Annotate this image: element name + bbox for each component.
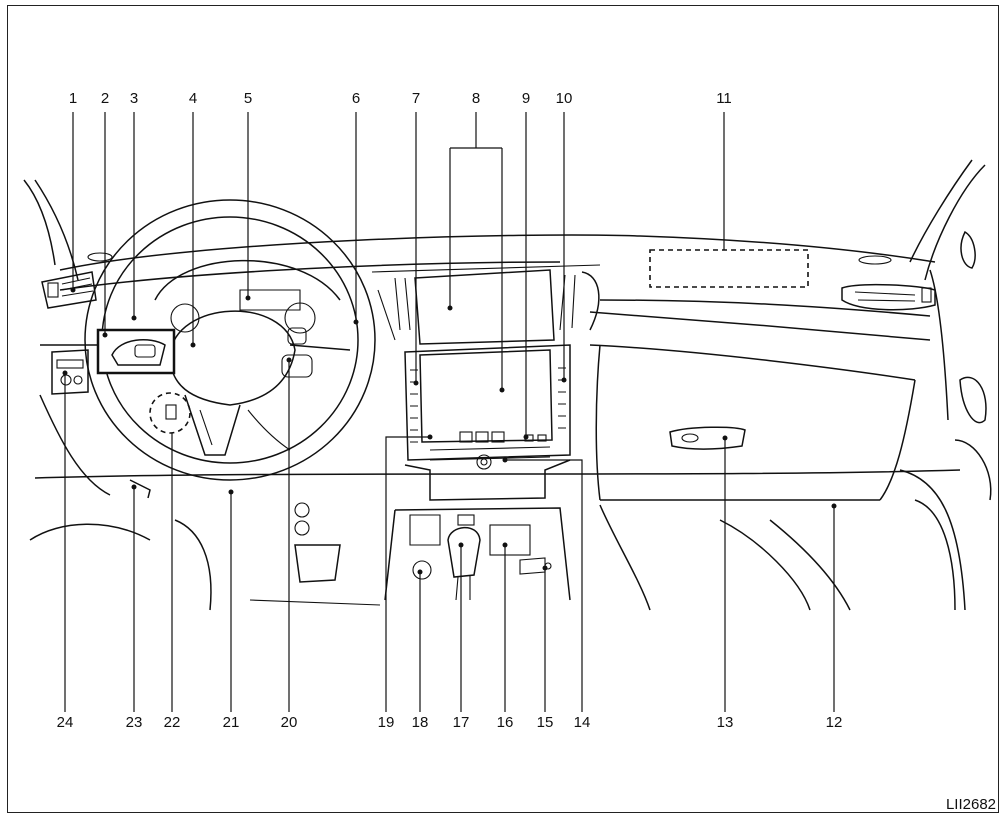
callout-6: 6 (352, 90, 360, 107)
left-switch-panel (51, 349, 89, 395)
steering-switch-highlight (96, 328, 176, 375)
right-lower-area (599, 469, 966, 611)
callout-13: 13 (717, 714, 734, 731)
callout-11: 11 (716, 90, 732, 107)
callout-15: 15 (537, 714, 554, 731)
callout-8: 8 (472, 90, 480, 107)
push-button-ignition-dashed (149, 392, 191, 434)
callout-23: 23 (126, 714, 143, 731)
callout-19: 19 (378, 714, 395, 731)
steering-wheel (84, 199, 376, 481)
figure-code: LII2682 (946, 796, 996, 813)
instrument-cluster (154, 259, 341, 334)
callout-22: 22 (164, 714, 181, 731)
callout-labels: 1 2 3 4 5 6 7 8 9 10 11 12 13 14 15 16 1… (57, 90, 843, 731)
callout-14: 14 (574, 714, 591, 731)
callout-7: 7 (412, 90, 420, 107)
callout-18: 18 (412, 714, 429, 731)
passenger-airbag-dashed (649, 249, 809, 288)
callout-21: 21 (223, 714, 240, 731)
cabin-outline (23, 159, 986, 421)
callout-20: 20 (281, 714, 298, 731)
callout-10: 10 (556, 90, 573, 107)
callout-17: 17 (453, 714, 470, 731)
callout-2: 2 (101, 90, 109, 107)
glove-box (669, 426, 746, 450)
callout-24: 24 (57, 714, 74, 731)
dashboard-body (29, 234, 992, 541)
lower-left-area (129, 479, 381, 611)
callout-4: 4 (189, 90, 197, 107)
callout-12: 12 (826, 714, 843, 731)
callout-16: 16 (497, 714, 514, 731)
callout-3: 3 (130, 90, 138, 107)
figure-frame (7, 5, 999, 813)
left-side-vent (41, 252, 113, 309)
right-side-vent (841, 255, 936, 311)
callout-1: 1 (69, 90, 77, 107)
leader-lines (62, 112, 837, 712)
ignition-key-icon (165, 404, 177, 420)
callout-9: 9 (522, 90, 530, 107)
callout-5: 5 (244, 90, 252, 107)
center-stack (371, 264, 601, 601)
